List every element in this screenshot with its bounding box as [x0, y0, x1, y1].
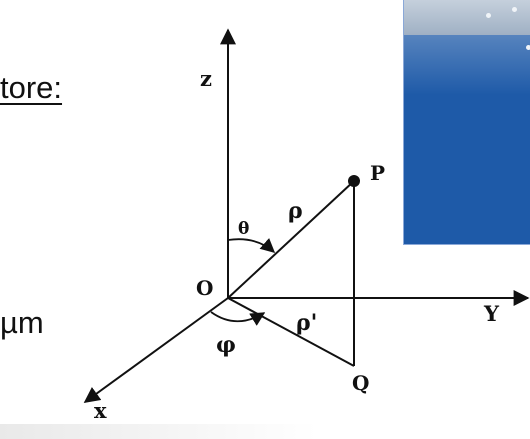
inset-photo-sheen — [404, 35, 530, 95]
x-axis-label: x — [94, 398, 107, 423]
theta-label: θ — [238, 219, 249, 239]
slide-text-partial-mid: µm — [0, 305, 44, 340]
rho-segment — [227, 180, 355, 299]
slide-text-partial-top: tore: — [0, 70, 63, 105]
y-axis-label: Y — [483, 301, 500, 326]
phi-label: φ — [216, 332, 236, 358]
inset-photo-dot — [486, 13, 491, 18]
inset-photo-dot — [526, 45, 530, 50]
origin-label: O — [196, 276, 213, 300]
z-axis-label: z — [200, 66, 212, 91]
inset-photo-top — [404, 0, 530, 35]
point-p-label: P — [370, 161, 385, 185]
rho-prime-label: ρ' — [296, 310, 317, 336]
inset-photo-panel — [403, 0, 530, 245]
rho-label: ρ — [288, 198, 303, 224]
phi-arc — [210, 311, 266, 326]
point-p-marker — [348, 175, 360, 187]
theta-arc — [227, 238, 276, 253]
x-axis — [83, 297, 229, 403]
inset-photo-dot — [512, 7, 517, 12]
point-q-label: Q — [352, 371, 369, 395]
bottom-edge-strip — [0, 424, 530, 439]
rho-prime-segment — [227, 297, 355, 367]
